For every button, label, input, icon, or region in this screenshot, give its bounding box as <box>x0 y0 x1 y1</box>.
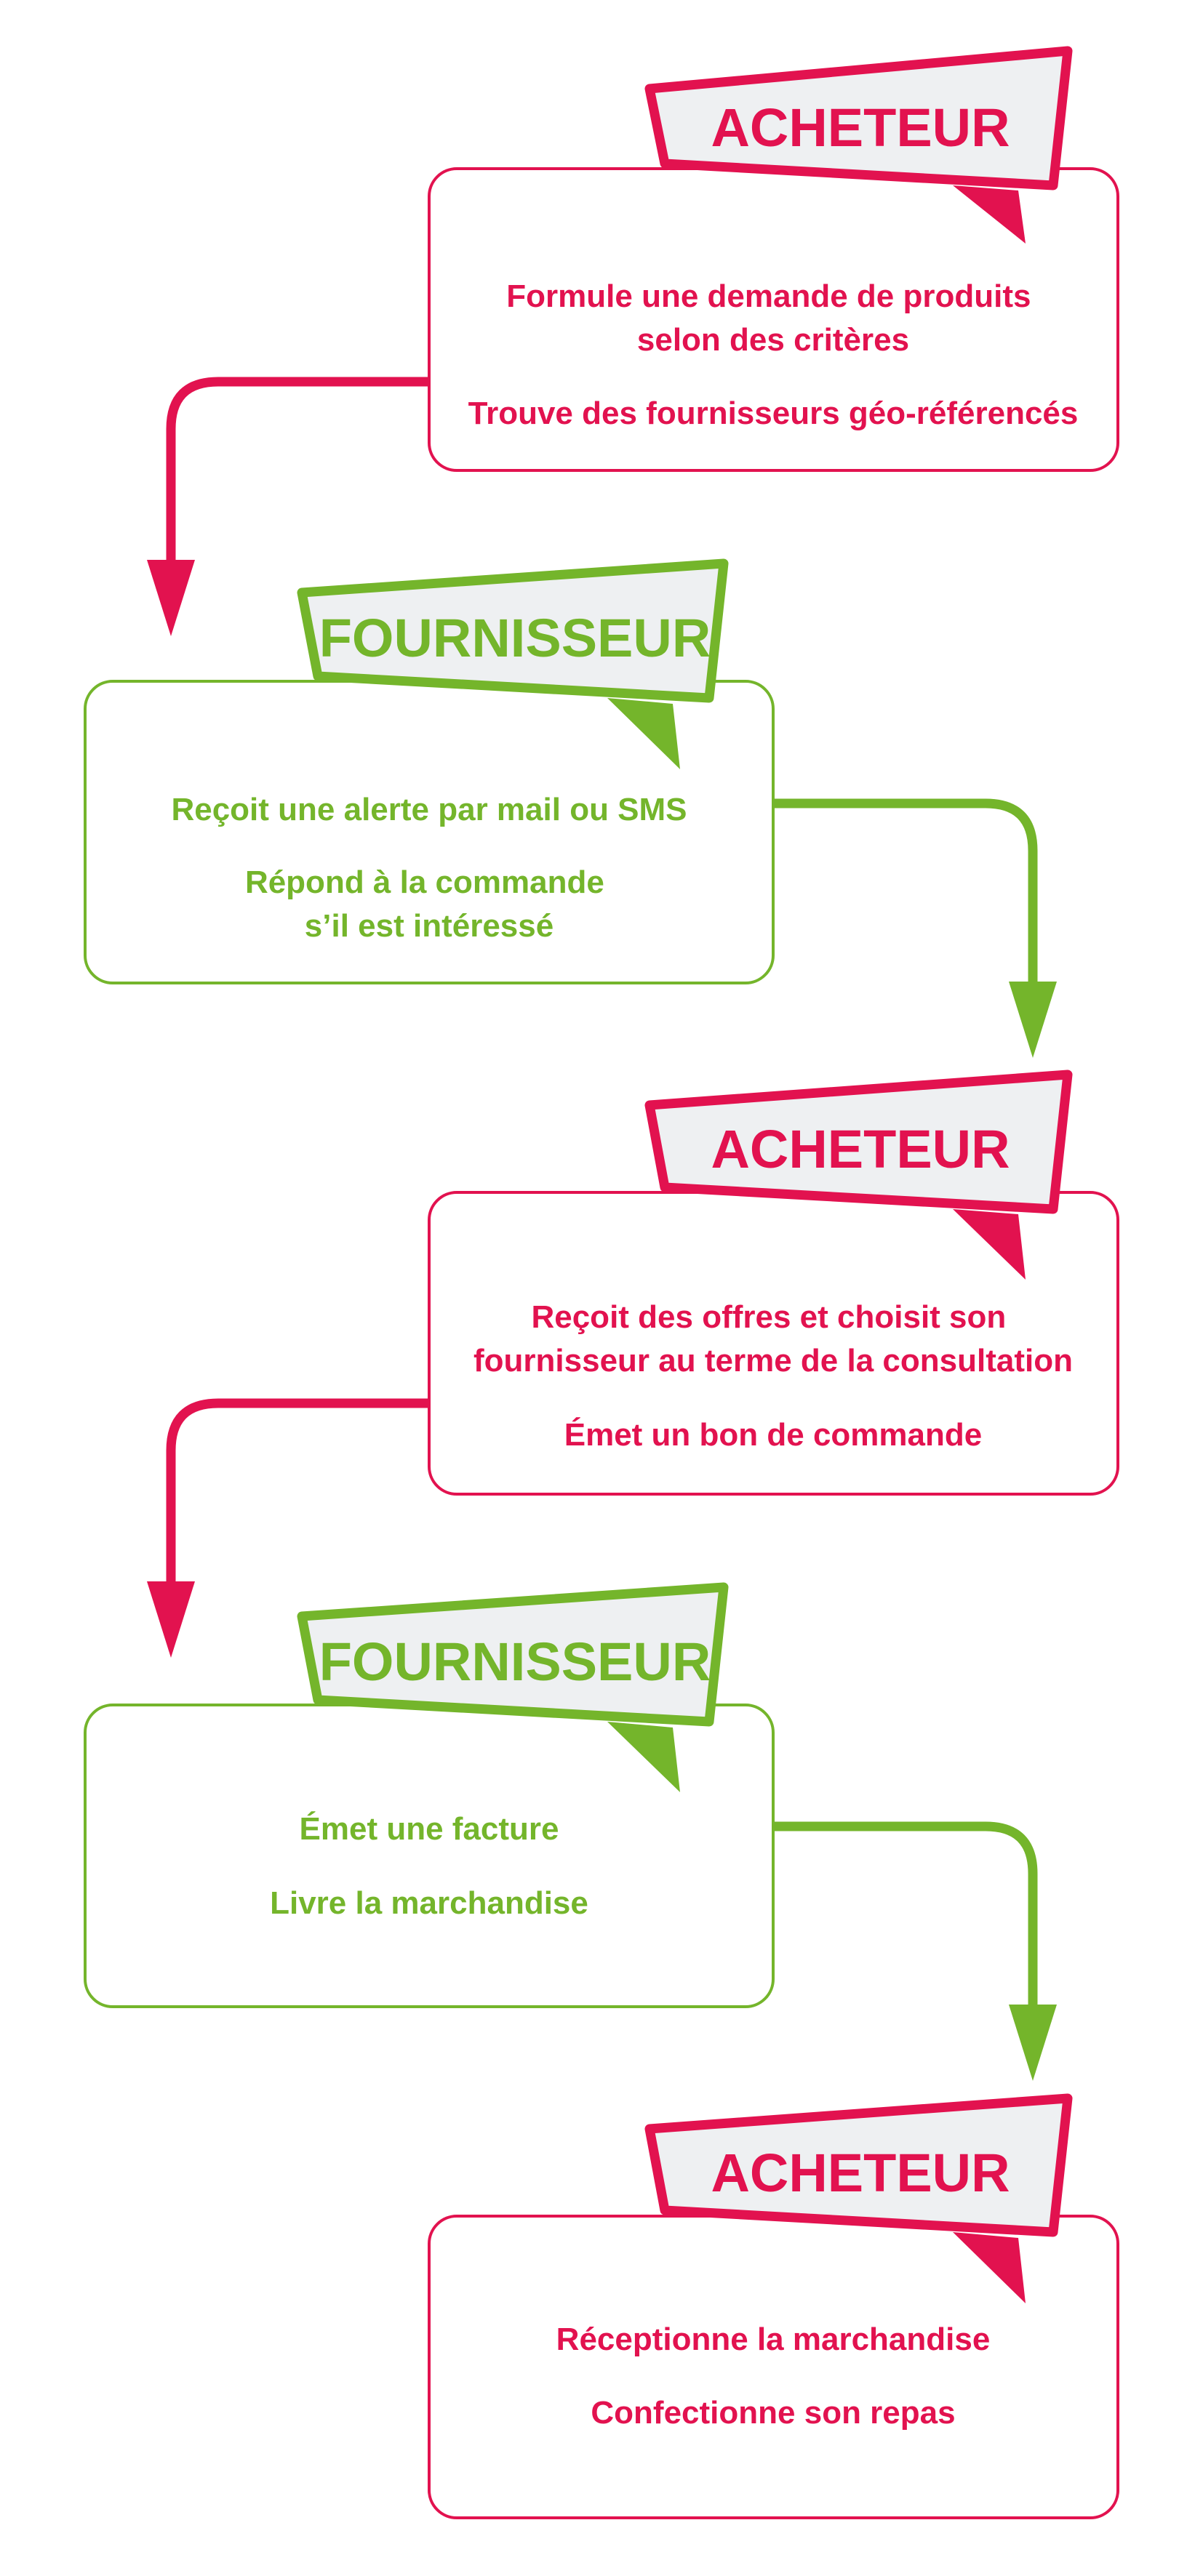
role-label: ACHETEUR <box>711 97 1010 158</box>
role-tag: ACHETEUR <box>644 46 1073 244</box>
role-tag: FOURNISSEUR <box>297 558 729 769</box>
flow-arrow-4 <box>773 1821 1057 2081</box>
step-line: selon des critères <box>637 322 909 358</box>
step-description-2: Livre la marchandise <box>270 1885 588 1921</box>
flow-arrow-2 <box>773 798 1057 1058</box>
step-description-2: Émet un bon de commande <box>564 1416 983 1453</box>
step-line: s’il est intéressé <box>305 908 553 944</box>
role-label: FOURNISSEUR <box>319 1632 711 1692</box>
step-description-2: Trouve des fournisseurs géo-référencés <box>468 396 1079 431</box>
role-label: ACHETEUR <box>711 2143 1010 2203</box>
step-3-buyer: ACHETEUR Reçoit des offres et choisit so… <box>428 1070 1119 1496</box>
step-description: Émet une facture <box>300 1810 559 1847</box>
step-description-2: Répond à la commande s’il est intéressé <box>245 864 613 944</box>
role-label: FOURNISSEUR <box>319 608 711 668</box>
step-description: Réceptionne la marchandise <box>556 2322 991 2357</box>
role-tag: ACHETEUR <box>644 1070 1073 1280</box>
step-description: Reçoit des offres et choisit son fournis… <box>473 1299 1073 1379</box>
step-line: Répond à la commande <box>245 864 604 900</box>
step-2-supplier: FOURNISSEUR Reçoit une alerte par mail o… <box>84 558 775 984</box>
step-line: Émet un bon de commande <box>564 1416 983 1453</box>
step-line: Trouve des fournisseurs géo-référencés <box>468 396 1079 431</box>
step-4-supplier: FOURNISSEUR Émet une facture Livre la ma… <box>84 1582 775 2008</box>
step-line: Formule une demande de produits <box>506 278 1031 314</box>
flow-arrow-1 <box>147 377 429 636</box>
step-line: Livre la marchandise <box>270 1885 588 1921</box>
step-1-buyer: ACHETEUR Formule une demande de produits… <box>428 46 1119 472</box>
step-description: Reçoit une alerte par mail ou SMS <box>171 792 687 827</box>
role-label: ACHETEUR <box>711 1119 1010 1179</box>
role-tag: FOURNISSEUR <box>297 1582 729 1792</box>
step-line: Émet une facture <box>300 1810 559 1847</box>
role-tag: ACHETEUR <box>644 2093 1073 2303</box>
flow-arrow-3 <box>147 1398 429 1658</box>
step-line: fournisseur au terme de la consultation <box>473 1343 1073 1379</box>
step-line: Réceptionne la marchandise <box>556 2322 991 2357</box>
step-5-buyer: ACHETEUR Réceptionne la marchandise Conf… <box>428 2093 1119 2519</box>
step-line: Confectionne son repas <box>591 2395 955 2431</box>
step-line: Reçoit une alerte par mail ou SMS <box>171 792 687 827</box>
step-description-2: Confectionne son repas <box>591 2395 955 2431</box>
step-description: Formule une demande de produits selon de… <box>506 278 1039 358</box>
step-line: Reçoit des offres et choisit son <box>531 1299 1006 1335</box>
